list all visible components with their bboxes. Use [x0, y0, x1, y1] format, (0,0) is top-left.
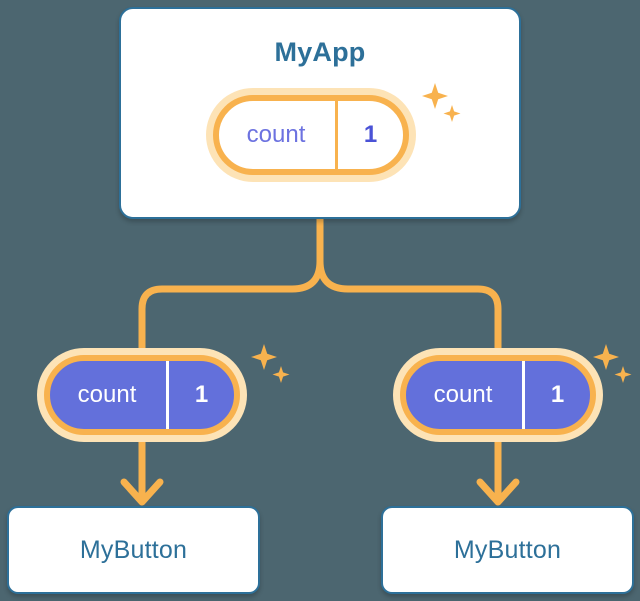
branch-state-pill-left[interactable]: count 1 [37, 348, 247, 442]
app-card[interactable]: MyApp count 1 [119, 7, 521, 219]
pill-body: count 1 [44, 355, 240, 435]
leaf-label: MyButton [79, 535, 188, 564]
leaf-label: MyButton [453, 535, 562, 564]
pill-value-label: 1 [550, 381, 565, 408]
leaf-box-left[interactable]: MyButton [7, 506, 260, 594]
pill-body: count 1 [400, 355, 596, 435]
pill-value-label: 1 [194, 381, 209, 408]
root-state-pill[interactable]: count 1 [206, 88, 416, 182]
sparkles-icon [251, 344, 290, 383]
pill-value-label: 1 [363, 121, 378, 148]
arrow-down-icon-right [476, 436, 520, 506]
arrow-down-icon-left [120, 436, 164, 506]
tree-connector-icon [316, 214, 502, 372]
sparkles-icon [422, 83, 461, 122]
app-title: MyApp [274, 37, 366, 67]
branch-state-pill-right[interactable]: count 1 [393, 348, 603, 442]
pill-key-label: count [50, 361, 170, 429]
pill-body: count 1 [213, 95, 409, 175]
leaf-box-right[interactable]: MyButton [381, 506, 634, 594]
pill-key-label: count [406, 361, 526, 429]
pill-key-label: count [219, 101, 339, 169]
